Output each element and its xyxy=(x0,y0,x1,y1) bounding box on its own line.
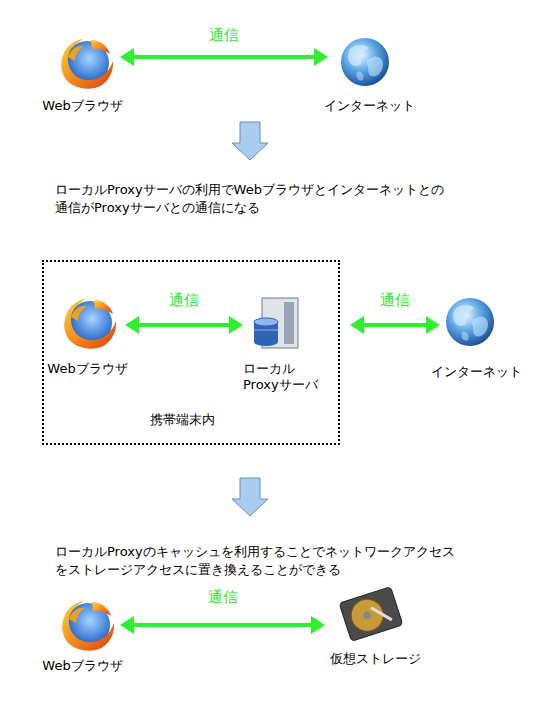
browser-node: Webブラウザ xyxy=(45,595,120,677)
globe-icon xyxy=(341,38,389,86)
group-caption: 携帯端末内 xyxy=(150,412,215,428)
browser-icon xyxy=(62,601,114,651)
hdd-hub xyxy=(362,610,372,620)
arrow-head xyxy=(125,316,139,334)
server-panel xyxy=(284,302,294,344)
internet-node: インターネット xyxy=(440,295,512,383)
node-label: Webブラウザ xyxy=(15,98,150,114)
down-arrow xyxy=(232,122,268,160)
edge-label: 通信 xyxy=(208,588,238,606)
communication-arrow xyxy=(125,316,243,334)
node-label: Webブラウザ xyxy=(15,658,150,674)
explanation-text: ローカルProxyのキャッシュを利用することでネットワークアクセス をストレージ… xyxy=(55,543,495,579)
arrow-shaft xyxy=(362,323,428,327)
communication-arrow xyxy=(120,616,325,634)
browser-icon xyxy=(61,39,113,89)
hdd-arm xyxy=(371,603,392,625)
arrow-head xyxy=(350,316,364,334)
down-arrow xyxy=(232,478,268,516)
db-ring xyxy=(254,330,278,331)
node-label: Webブラウザ xyxy=(20,361,155,377)
storage-node: 仮想ストレージ xyxy=(325,590,425,672)
server-icon xyxy=(254,298,298,348)
arrow-head xyxy=(120,616,134,634)
device-boundary: 携帯端末内 Webブラウザローカル Proxyサーバ xyxy=(42,260,340,445)
browser-icon xyxy=(64,299,116,349)
explanation-text: ローカルProxyサーバの利用でWebブラウザとインターネットとの 通信がPro… xyxy=(55,181,495,217)
arrow-shaft xyxy=(132,55,316,59)
arrow-shaft xyxy=(132,623,313,627)
communication-arrow xyxy=(120,48,328,66)
globe-icon xyxy=(446,298,494,346)
arrow-head xyxy=(120,48,134,66)
arrow-shaft xyxy=(137,323,231,327)
arrow-head xyxy=(229,316,243,334)
edge-label: 通信 xyxy=(209,26,239,44)
communication-arrow xyxy=(350,316,440,334)
arrow-head xyxy=(314,48,328,66)
edge-label: 通信 xyxy=(169,291,199,309)
db-bottom xyxy=(254,338,278,346)
arrow-head xyxy=(426,316,440,334)
node-label: 仮想ストレージ xyxy=(295,651,455,667)
node-label: インターネット xyxy=(298,98,440,114)
proxy-server-node: ローカル Proxyサーバ xyxy=(243,295,350,395)
node-label: インターネット xyxy=(410,364,534,380)
hdd-body xyxy=(339,587,403,642)
hdd-icon xyxy=(339,587,403,642)
internet-node: インターネット xyxy=(328,35,410,117)
browser-node: Webブラウザ xyxy=(45,35,120,117)
node-label: ローカル Proxyサーバ xyxy=(243,361,325,393)
db-top xyxy=(254,318,278,326)
arrow-head xyxy=(311,616,325,634)
browser-node: Webブラウザ xyxy=(50,295,125,380)
edge-label: 通信 xyxy=(380,291,410,309)
